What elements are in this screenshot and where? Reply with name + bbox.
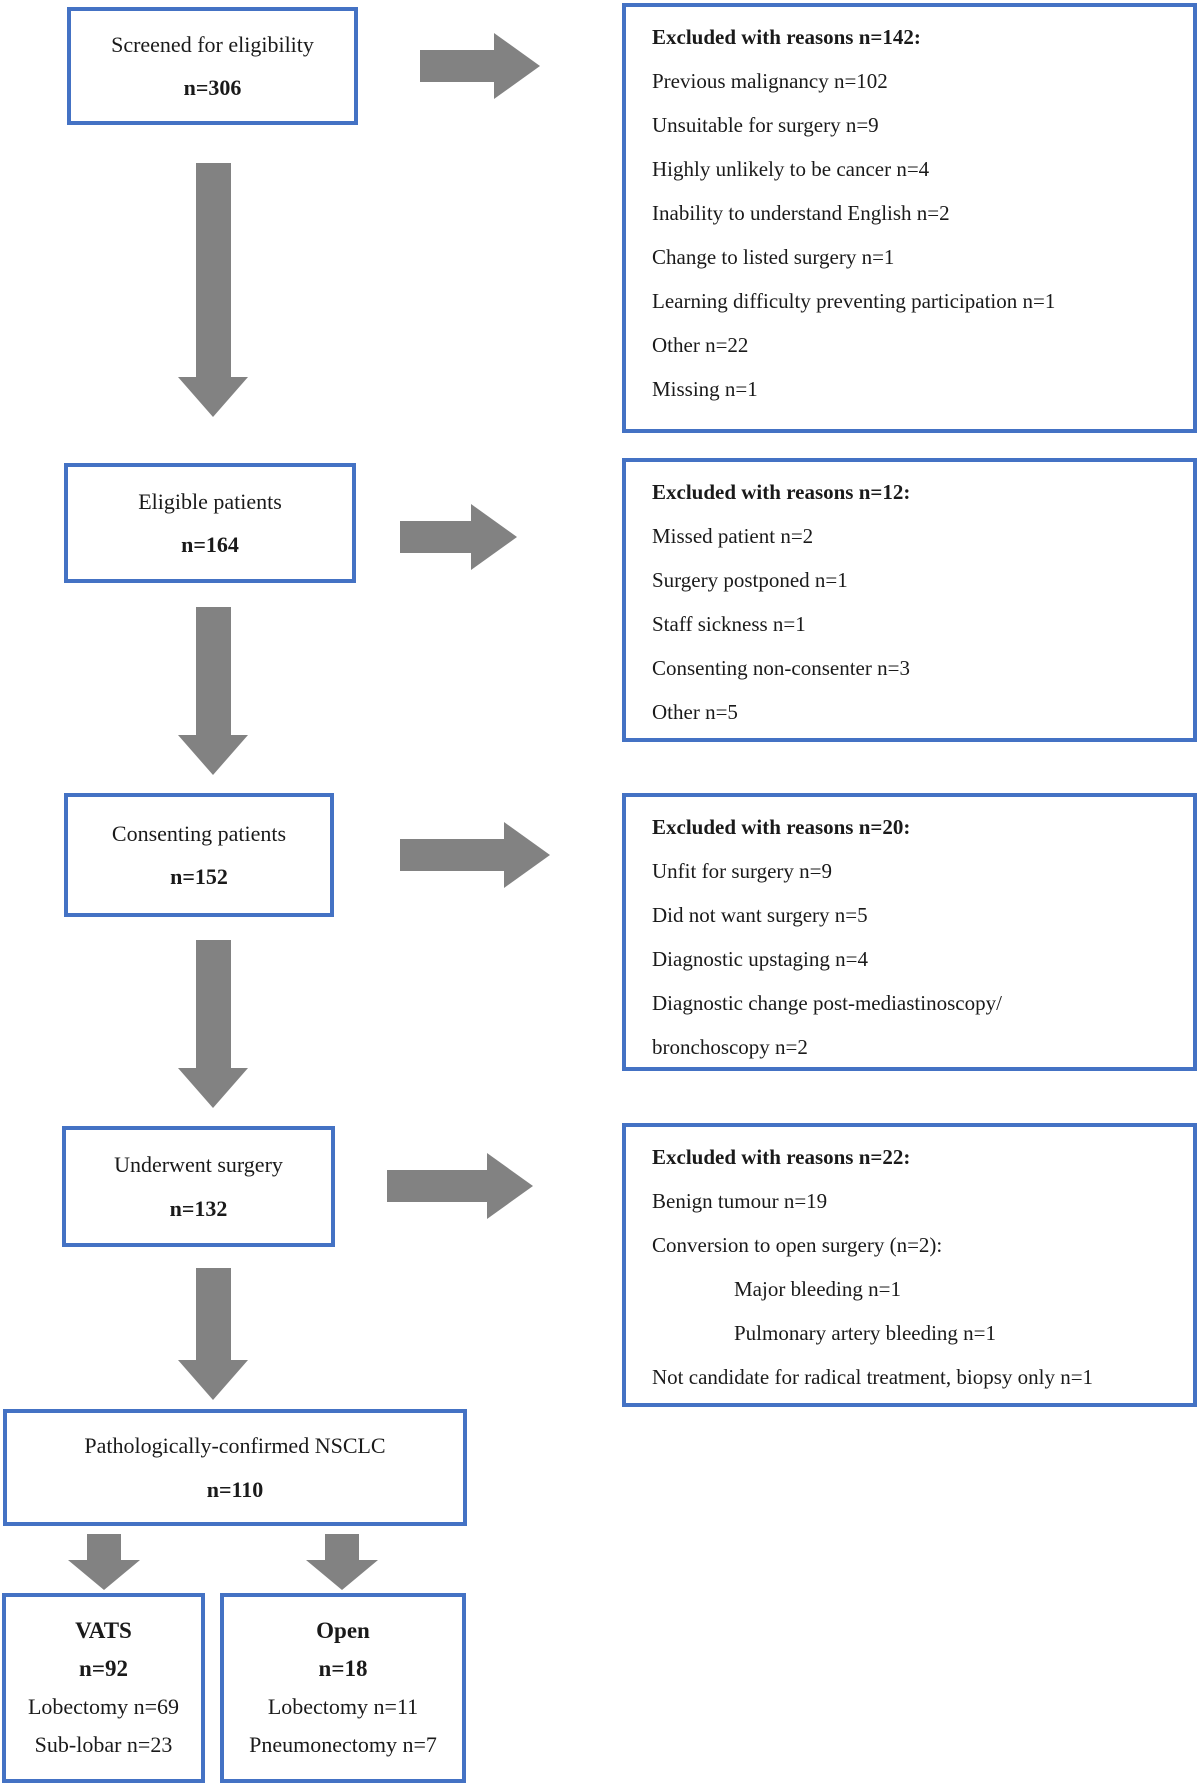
box-n: n=306	[183, 75, 242, 100]
box-label: Eligible patients	[138, 488, 282, 514]
exclusion-item: Consenting non-consenter n=3	[652, 656, 910, 680]
arrow-head	[178, 735, 248, 775]
box-detail: Lobectomy n=11	[267, 1694, 419, 1719]
exclusion-box-eligibility: Excluded with reasons n=12: Missed patie…	[622, 458, 1197, 742]
exclusion-item: Major bleeding n=1	[734, 1277, 901, 1301]
arrow-down-icon	[306, 1534, 378, 1590]
arrow-head	[178, 1360, 248, 1400]
main-box-consenting: Consenting patients n=152	[64, 793, 334, 917]
arrow-shaft	[196, 607, 231, 735]
exclusion-item: Staff sickness n=1	[652, 612, 806, 636]
box-label: Consenting patients	[111, 820, 287, 846]
exclusion-item: Did not want surgery n=5	[652, 903, 868, 927]
box-label: VATS	[75, 1618, 132, 1643]
exclusion-box-screening: Excluded with reasons n=142: Previous ma…	[622, 3, 1197, 433]
arrow-right-icon	[387, 1153, 533, 1219]
exclusion-item: Other n=5	[652, 700, 738, 724]
exclusion-item: Benign tumour n=19	[652, 1189, 828, 1213]
exclusion-item: Learning difficulty preventing participa…	[652, 289, 1056, 313]
arrow-down-icon	[178, 163, 248, 417]
arrow-down-icon	[178, 607, 248, 775]
exclusion-title: Excluded with reasons n=142:	[652, 25, 921, 49]
box-n: n=132	[169, 1195, 228, 1221]
arrow-shaft	[325, 1534, 359, 1560]
arrow-shaft	[196, 940, 231, 1068]
exclusion-item: Change to listed surgery n=1	[652, 245, 895, 269]
exclusion-item: Surgery postponed n=1	[652, 568, 848, 592]
exclusion-item: Other n=22	[652, 333, 749, 357]
exclusion-box-consent: Excluded with reasons n=20: Unfit for su…	[622, 793, 1197, 1071]
arrow-head	[471, 504, 517, 570]
main-box-underwent-surgery: Underwent surgery n=132	[62, 1126, 335, 1247]
exclusion-item: Highly unlikely to be cancer n=4	[652, 157, 930, 181]
arrow-down-icon	[68, 1534, 140, 1590]
arrow-shaft	[387, 1170, 487, 1202]
arrow-head	[494, 33, 540, 99]
exclusion-title: Excluded with reasons n=12:	[652, 480, 911, 504]
exclusion-item: Missing n=1	[652, 377, 758, 401]
arrow-head	[504, 822, 550, 888]
arrow-head	[487, 1153, 533, 1219]
box-n: n=18	[318, 1656, 368, 1681]
arrow-shaft	[420, 50, 494, 82]
outcome-box-vats: VATS n=92 Lobectomy n=69 Sub-lobar n=23	[2, 1593, 205, 1783]
exclusion-item: Diagnostic upstaging n=4	[652, 947, 868, 971]
arrow-shaft	[196, 163, 231, 377]
arrow-shaft	[400, 839, 504, 871]
arrow-right-icon	[400, 504, 517, 570]
main-box-confirmed-nsclc: Pathologically-confirmed NSCLC n=110	[3, 1409, 467, 1526]
box-detail: Pneumonectomy n=7	[249, 1732, 437, 1757]
box-label: Screened for eligibility	[111, 31, 314, 57]
exclusion-item: Pulmonary artery bleeding n=1	[734, 1321, 997, 1345]
box-label: Underwent surgery	[114, 1152, 283, 1178]
box-label: Open	[316, 1618, 370, 1643]
arrow-down-icon	[178, 1268, 248, 1400]
box-label: Pathologically-confirmed NSCLC	[84, 1433, 386, 1459]
arrow-shaft	[400, 521, 471, 553]
exclusion-title: Excluded with reasons n=22:	[652, 1145, 911, 1169]
arrow-right-icon	[400, 822, 550, 888]
arrow-shaft	[196, 1268, 231, 1360]
box-n: n=110	[206, 1476, 264, 1502]
exclusion-item: Unfit for surgery n=9	[652, 859, 833, 883]
arrow-head	[178, 1068, 248, 1108]
exclusion-item: Missed patient n=2	[652, 524, 814, 548]
exclusion-item: Unsuitable for surgery n=9	[652, 113, 879, 137]
box-n: n=92	[79, 1656, 128, 1681]
main-box-eligible: Eligible patients n=164	[64, 463, 356, 583]
exclusion-item: Diagnostic change post-mediastinoscopy/	[652, 991, 1002, 1015]
arrow-head	[306, 1560, 378, 1590]
arrow-down-icon	[178, 940, 248, 1108]
box-n: n=152	[170, 864, 228, 889]
box-detail: Lobectomy n=69	[27, 1694, 180, 1719]
exclusion-item: bronchoscopy n=2	[652, 1035, 808, 1059]
box-n: n=164	[181, 532, 239, 557]
arrow-right-icon	[420, 33, 540, 99]
exclusion-item: Conversion to open surgery (n=2):	[652, 1233, 943, 1257]
arrow-head	[178, 377, 248, 417]
outcome-box-open: Open n=18 Lobectomy n=11 Pneumonectomy n…	[220, 1593, 466, 1783]
main-box-screened: Screened for eligibility n=306	[67, 7, 358, 125]
exclusion-title: Excluded with reasons n=20:	[652, 815, 911, 839]
exclusion-item: Inability to understand English n=2	[652, 201, 950, 225]
arrow-head	[68, 1560, 140, 1590]
exclusion-box-surgery: Excluded with reasons n=22: Benign tumou…	[622, 1123, 1197, 1407]
arrow-shaft	[87, 1534, 121, 1560]
exclusion-item: Previous malignancy n=102	[652, 69, 888, 93]
box-detail: Sub-lobar n=23	[34, 1732, 173, 1757]
exclusion-item: Not candidate for radical treatment, bio…	[652, 1365, 1094, 1389]
